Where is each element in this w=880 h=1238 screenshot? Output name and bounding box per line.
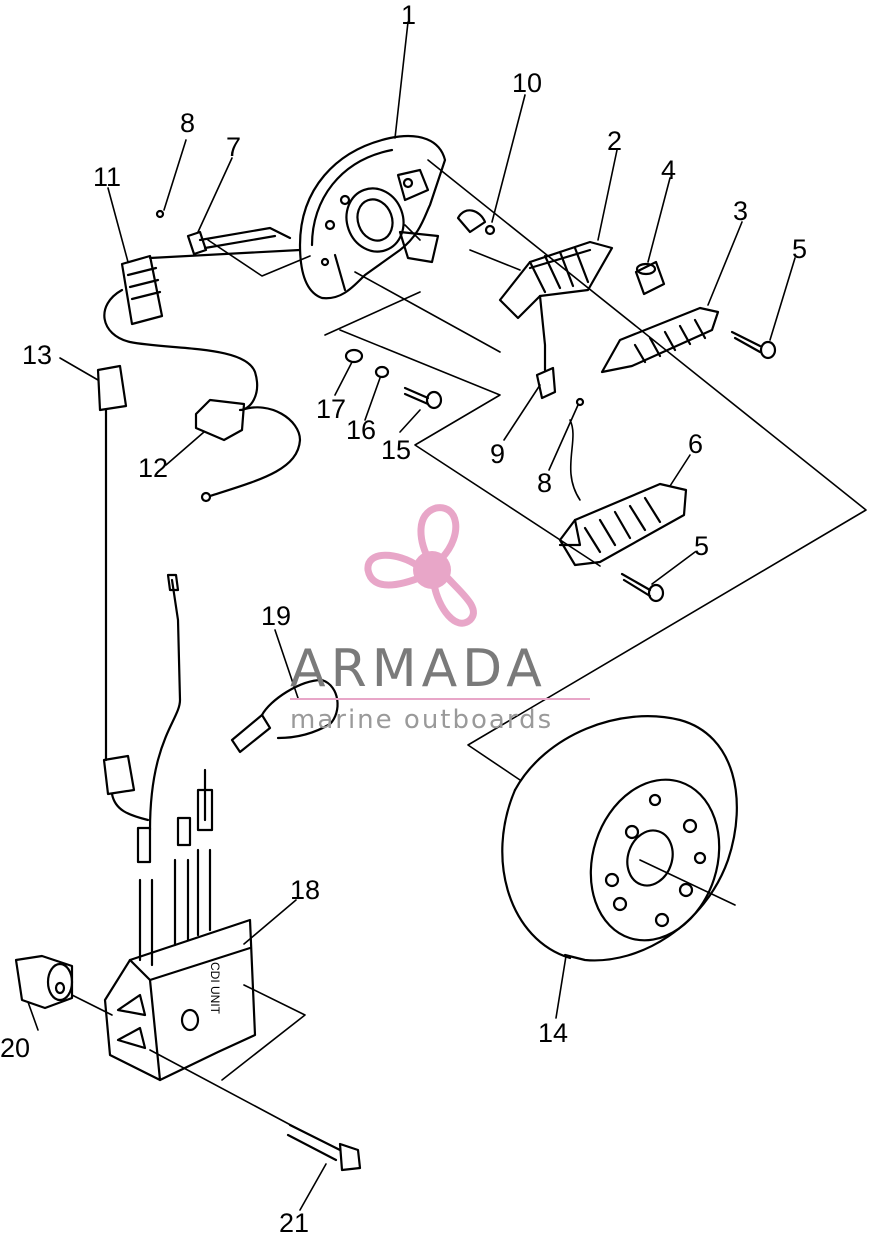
callout-9: 9 — [490, 439, 506, 469]
callout-19: 19 — [261, 601, 292, 631]
callout-4: 4 — [661, 155, 677, 185]
flywheel — [501, 715, 738, 962]
callout-5-lower: 5 — [694, 531, 710, 561]
ground-wire — [148, 573, 182, 832]
pulser-coil — [558, 482, 688, 567]
watermark-subtitle: marine outboards — [290, 705, 554, 735]
screw-upper — [730, 330, 777, 360]
callout-3: 3 — [733, 196, 749, 226]
fastener-set — [344, 348, 443, 410]
screw-10 — [456, 209, 496, 236]
spacer — [634, 260, 666, 296]
screw-lower — [620, 572, 665, 603]
callout-16: 16 — [346, 415, 377, 445]
stator-base-plate — [298, 134, 447, 300]
spark-plug-cap — [196, 678, 339, 832]
bolt — [286, 1123, 362, 1172]
callout-15: 15 — [381, 435, 412, 465]
callout-8-lower: 8 — [537, 468, 553, 498]
leader-lines — [27, 21, 796, 1211]
wire-harness — [103, 248, 302, 412]
callout-14: 14 — [538, 1018, 569, 1048]
collar — [14, 954, 74, 1010]
callout-10: 10 — [512, 68, 543, 98]
watermark-rule — [290, 698, 590, 700]
connector — [96, 364, 150, 822]
callout-5-upper: 5 — [792, 234, 808, 264]
propeller-icon — [364, 504, 477, 627]
callout-20: 20 — [0, 1033, 31, 1063]
callout-1: 1 — [401, 0, 417, 30]
callout-17: 17 — [316, 394, 347, 424]
bracket — [155, 209, 292, 256]
lighting-coil — [498, 240, 614, 372]
callout-21: 21 — [279, 1208, 310, 1238]
clamp — [535, 366, 585, 407]
cdi-unit — [103, 816, 257, 1082]
callout-8-upper: 8 — [180, 108, 196, 138]
cdi-unit-label: CDI UNIT — [208, 962, 222, 1014]
assembly-lines — [71, 159, 867, 1131]
rectifier — [194, 398, 302, 503]
callout-7: 7 — [226, 132, 242, 162]
charge-coil — [600, 306, 720, 374]
watermark-title: ARMADA — [290, 639, 547, 699]
callout-13: 13 — [22, 340, 53, 370]
callout-11: 11 — [93, 162, 122, 192]
callout-18: 18 — [290, 875, 321, 905]
callout-2: 2 — [607, 126, 623, 156]
callout-12: 12 — [138, 453, 169, 483]
callout-6: 6 — [688, 429, 704, 459]
